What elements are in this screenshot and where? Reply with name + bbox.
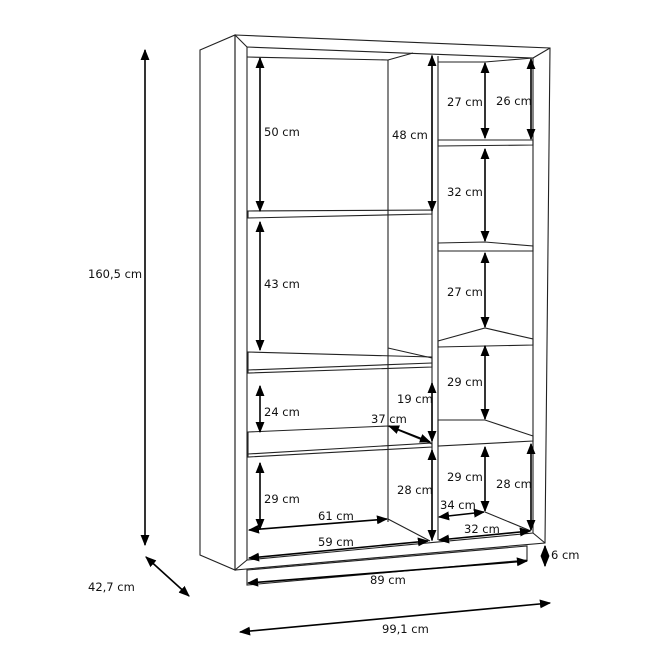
depth-label: 42,7 cm <box>88 580 135 594</box>
right-shelf-4-label: 29 cm <box>447 375 483 389</box>
right-shelf-3-label: 27 cm <box>447 285 483 299</box>
left-front-width-label: 59 cm <box>318 535 354 549</box>
right-shelf-5-outer-label: 28 cm <box>496 477 532 491</box>
height-label: 160,5 cm <box>88 267 142 281</box>
width-arrow <box>238 599 552 636</box>
left-middle-label: 43 cm <box>264 277 300 291</box>
shelf <box>437 419 534 447</box>
shelf <box>247 209 433 219</box>
side-panel <box>199 34 236 571</box>
drawer-side-label: 19 cm <box>397 392 433 406</box>
cabinet-outline <box>199 34 551 586</box>
right-shelf-2-label: 32 cm <box>447 185 483 199</box>
front-frame-inner <box>246 46 534 561</box>
left-top-label: 50 cm <box>264 125 300 139</box>
drawer-compartment-label: 24 cm <box>264 405 300 419</box>
dimension-lines <box>140 48 552 636</box>
plinth-width-label: 89 cm <box>370 573 406 587</box>
right-back-width-label: 34 cm <box>440 498 476 512</box>
right-shelf-5-inner-label: 29 cm <box>447 470 483 484</box>
right-shelf-1-outer-label: 26 cm <box>496 94 532 108</box>
shelf <box>437 327 534 348</box>
shelf <box>437 139 534 147</box>
left-bottom-side-label: 28 cm <box>397 483 433 497</box>
left-top-full-label: 48 cm <box>392 128 428 142</box>
width-label: 99,1 cm <box>382 622 429 636</box>
right-front-width-label: 32 cm <box>464 522 500 536</box>
plinth-height-label: 6 cm <box>551 548 580 562</box>
shelf <box>247 425 433 458</box>
shelf <box>437 241 534 252</box>
drawer-front <box>247 351 433 374</box>
left-bottom-label: 29 cm <box>264 492 300 506</box>
right-shelf-1-inner-label: 27 cm <box>447 95 483 109</box>
dimension-labels: 160,5 cm 42,7 cm 99,1 cm 89 cm 6 cm 50 c… <box>88 94 580 636</box>
left-back-width-label: 61 cm <box>318 509 354 523</box>
depth-arrow <box>145 556 190 597</box>
plinth-width-arrow <box>246 557 529 587</box>
inner-depth-label: 37 cm <box>371 412 407 426</box>
